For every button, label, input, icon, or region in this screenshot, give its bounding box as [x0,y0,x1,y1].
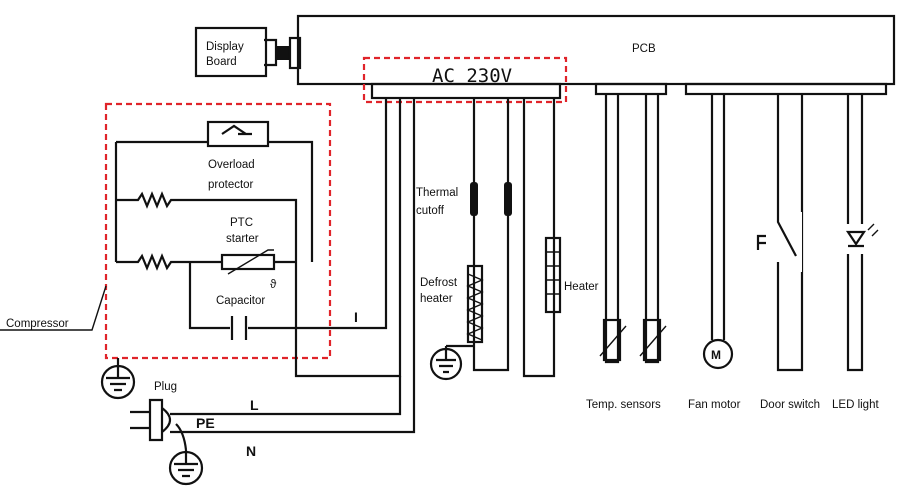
sensor-connector [594,82,668,96]
ptc-label-2: starter [226,233,259,245]
capacitor-wire [188,262,296,330]
door-switch-actuator-icon [756,234,766,250]
load-connector [684,82,888,96]
wire-i-label: I [354,309,358,325]
thermal-label-1: Thermal [416,187,458,199]
door-switch-contact [776,212,797,272]
defrost-ground-icon [429,344,474,381]
temp-sensors-label: Temp. sensors [586,399,661,411]
heater-segments [546,251,560,295]
sensor-wires [604,94,660,364]
ptc-mark: ϑ [270,279,277,291]
compressor-feed-wire [320,98,388,330]
thermal-fuse-1 [470,182,478,216]
ac-voltage-label: AC 230V [432,65,512,87]
ptc-label-1: PTC [230,217,253,229]
pcb-label: PCB [632,43,656,55]
fan-motor-icon: M [702,338,734,370]
compressor-ground-icon [100,358,136,400]
temp-sensor-1 [602,318,622,362]
ac-connector [370,82,562,100]
defrost-label-2: heater [420,293,453,305]
svg-text:M: M [711,348,721,362]
capacitor-label: Capacitor [216,295,265,307]
thermal-label-2: cutoff [416,205,445,217]
overload-label-2: protector [208,179,254,191]
start-winding [116,253,222,271]
ptc-arrow-icon [227,249,274,275]
overload-protector [206,120,270,148]
wire-l-label: L [250,397,259,413]
display-board-label-2: Board [206,56,237,68]
heater-label: Heater [564,281,599,293]
defrost-coil-icon [466,273,484,341]
led-icon [845,223,879,248]
compressor-label: Compressor [6,318,69,330]
overload-label-1: Overload [208,159,255,171]
defrost-label-1: Defrost [420,277,458,289]
pe-wire [175,423,188,451]
display-socket [288,36,302,70]
fan-motor-wires [710,94,726,340]
neutral-wire [170,98,416,434]
display-board-label-1: Display [206,41,244,53]
fan-motor-label: Fan motor [688,399,741,411]
temp-sensor-2 [642,318,662,362]
wire-n-label: N [246,443,256,459]
live-wire [170,376,402,416]
display-board [194,26,268,78]
sensor-slash-icon [599,325,667,357]
compressor-highlight [104,102,332,360]
display-ribbon [276,46,290,60]
pcb-box [296,14,896,86]
plug-label: Plug [154,381,177,393]
ac-highlight [362,56,568,104]
compressor-pointer [0,285,107,331]
plug-ground-icon [168,450,204,486]
run-winding [116,191,320,330]
thermal-fuse-2 [504,182,512,216]
heater-element [544,236,562,314]
overload-switch-icon [221,124,252,136]
overload-wire [116,140,314,262]
led-light-label: LED light [832,399,879,411]
plug-icon [130,398,172,442]
capacitor-plates [230,316,248,340]
neutral-return-wire [294,98,402,378]
door-switch-label: Door switch [760,399,820,411]
defrost-loop-wire [472,98,510,372]
wire-pe-label: PE [196,415,215,431]
